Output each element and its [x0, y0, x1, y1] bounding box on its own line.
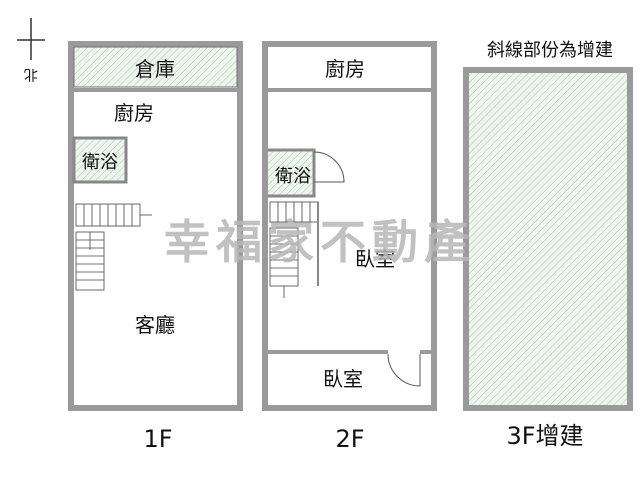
north-arrow: 北 — [17, 18, 45, 82]
floor-3f-caption: 3F增建 — [506, 422, 583, 450]
floor-2f-caption: 2F — [335, 425, 364, 453]
floor-2f-kitchen-label: 廚房 — [325, 57, 365, 81]
floor-1f-caption: 1F — [143, 425, 172, 453]
floor-1f-bathroom-label: 衛浴 — [82, 152, 118, 173]
floor-2f-bedroom-main-label: 臥室 — [355, 247, 395, 271]
floor-3f-plan: 斜線部份為增建 3F增建 — [463, 40, 633, 450]
floor-2f-front-bedroom-door — [387, 353, 421, 387]
floor-2f-bathroom-door — [313, 151, 345, 183]
floor-1f-storage-room — [73, 46, 238, 88]
floor-1f-bathroom — [72, 136, 128, 184]
floor-2f-bathroom-label: 衛浴 — [275, 166, 311, 187]
floor-2f-bedroom-front-label: 臥室 — [323, 367, 363, 391]
north-label: 北 — [24, 66, 38, 82]
floor-2f-staircase — [269, 201, 319, 298]
floor-3f-extension-area — [463, 67, 633, 411]
floor-1f-kitchen-label: 廚房 — [114, 101, 154, 125]
floor-2f-plan: 廚房 衛浴 臥室 臥室 2F — [262, 41, 437, 453]
floor-1f-plan: 倉庫 廚房 衛浴 客廳 1F — [68, 41, 243, 453]
floor-1f-storage-label: 倉庫 — [135, 57, 175, 81]
floor-2f-outer-wall — [262, 41, 437, 411]
floor-1f-staircase — [75, 203, 152, 291]
floor-3f-hatch-note: 斜線部份為增建 — [487, 40, 613, 61]
floor-1f-living-room-label: 客廳 — [135, 313, 175, 337]
watermark: 幸福家不動產 — [164, 215, 476, 269]
floor-2f-bathroom — [268, 148, 316, 198]
